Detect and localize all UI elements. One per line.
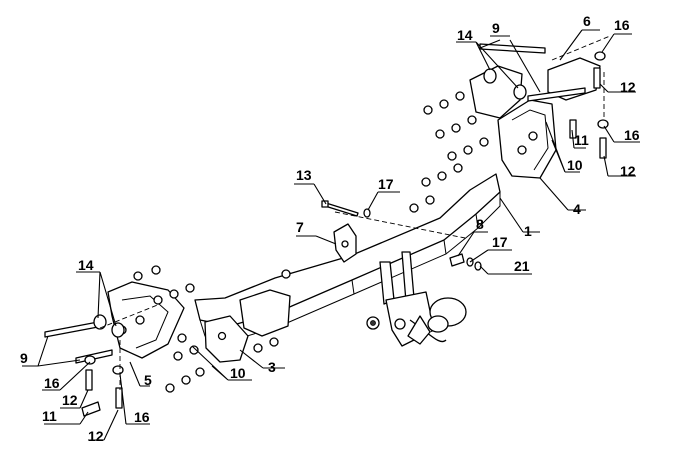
long-bolts-9 (44, 43, 586, 364)
callout-4: 4 (573, 201, 581, 217)
callout-14-right: 14 (457, 27, 473, 43)
callout-9-right: 9 (492, 20, 500, 36)
callout-10-left: 10 (230, 365, 246, 381)
callout-13: 13 (296, 167, 312, 183)
callout-17-right: 17 (492, 234, 508, 250)
callout-16-left-top: 16 (44, 375, 60, 391)
tow-ball-assembly (366, 251, 467, 347)
callout-12-left-top: 12 (62, 392, 78, 408)
callout-labels: 1 3 4 5 6 7 8 9 9 10 10 11 11 12 12 12 1… (20, 13, 640, 444)
small-bolt-13 (321, 200, 371, 218)
callout-17-top: 17 (378, 176, 394, 192)
callout-12-left-bottom: 12 (88, 428, 104, 444)
callout-11-right: 11 (574, 132, 589, 148)
callout-1: 1 (524, 223, 532, 239)
callout-16-right-bottom: 16 (624, 127, 640, 143)
callout-12-right-top: 12 (620, 79, 636, 95)
nuts-right (409, 91, 489, 213)
callout-9-left: 9 (20, 350, 28, 366)
callout-16-left-bottom: 16 (134, 409, 150, 425)
right-side-bracket (469, 57, 601, 179)
callout-14-left: 14 (78, 257, 94, 273)
alignment-lines (99, 35, 611, 390)
callout-5: 5 (144, 372, 152, 388)
left-side-bracket (107, 281, 291, 363)
callout-3: 3 (268, 359, 276, 375)
callout-12-right-bottom: 12 (620, 163, 636, 179)
washers (84, 51, 609, 375)
small-bolts (81, 67, 607, 417)
callout-21: 21 (514, 258, 530, 274)
nuts-left (133, 265, 291, 393)
callout-7: 7 (296, 219, 304, 235)
callout-6: 6 (583, 13, 591, 29)
callout-10-right: 10 (567, 157, 583, 173)
leader-lines (22, 29, 640, 441)
socket-plate (333, 223, 357, 263)
callout-11-left: 11 (42, 408, 57, 424)
callout-8: 8 (476, 216, 484, 232)
spring-pin-8 (449, 253, 482, 271)
callout-16-right-top: 16 (614, 17, 630, 33)
